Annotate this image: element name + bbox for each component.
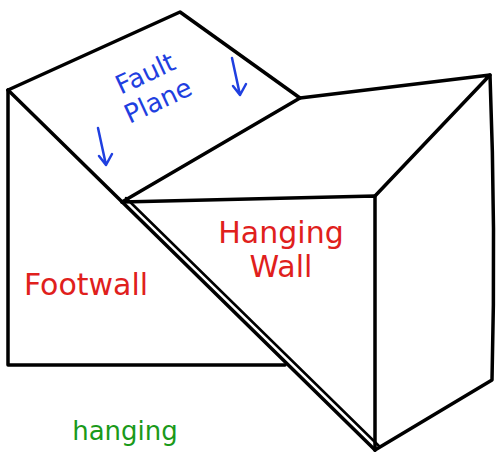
dip-arrow [232,58,246,95]
note-label: hanging [72,417,178,447]
hanging-wall-side [375,75,494,450]
fault-line-second [126,198,379,446]
fault-line [8,90,375,450]
hanging-wall-label: Hanging Wall [206,216,356,285]
fault-plane-label: Fault Plane [100,43,203,134]
dip-arrow [98,128,112,165]
hanging-wall-front [122,196,375,450]
footwall-label: Footwall [24,268,148,303]
